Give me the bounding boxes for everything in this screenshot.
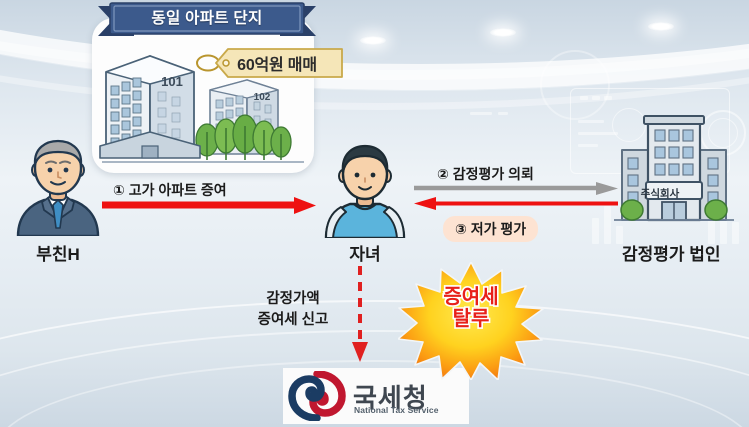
flow-step2-arrow — [414, 182, 618, 195]
tax-evasion-alert-text: 증여세 탈루 — [398, 284, 544, 332]
gift-tax-report-line2: 증여세 신고 — [257, 312, 329, 329]
child-person-label: 자녀 — [349, 245, 381, 264]
flow-step3-label: ③ 저가 평가 — [443, 216, 539, 242]
hud-line-5 — [498, 112, 508, 115]
gift-tax-report-label: 감정가액 증여세 신고 — [238, 289, 348, 331]
hud-line-4 — [470, 112, 492, 115]
nts-korean-name: 국세청 — [353, 382, 428, 413]
tree-cluster — [195, 114, 292, 160]
starburst-shape — [398, 262, 544, 380]
bg-bar-1 — [592, 218, 599, 244]
bg-bar-2 — [604, 206, 611, 244]
tax-evasion-alert: 증여세 탈루 — [398, 262, 544, 380]
hud-circle-2 — [708, 118, 738, 148]
price-tag-label: 60억원 매매 — [237, 56, 317, 74]
ceiling-light-2 — [648, 22, 674, 31]
nts-english-name: National Tax Service — [354, 405, 439, 415]
flow-step2-label: ② 감정평가 의뢰 — [437, 166, 534, 182]
father-person-label: 부친H — [36, 245, 80, 264]
complex-title-label: 동일 아파트 단지 — [151, 10, 263, 27]
ribbon-banner: 동일 아파트 단지 — [105, 2, 309, 38]
hud-line-2 — [578, 132, 618, 135]
bg-bar-3 — [616, 226, 623, 244]
building-101: 101 — [99, 55, 201, 159]
hud-dot-3 — [604, 96, 612, 100]
bg-bar-6 — [732, 222, 739, 244]
corporation-sign-label: 주식회사 — [640, 188, 680, 200]
hud-circle-4 — [540, 50, 610, 120]
gift-tax-report-line1: 감정가액 — [266, 291, 320, 307]
apartment-buildings-illustration: 102 — [99, 55, 304, 163]
svg-text:102: 102 — [254, 92, 271, 103]
national-tax-service-logo: 국세청 National Tax Service — [283, 368, 469, 424]
flow-step3-arrow — [414, 197, 618, 210]
tax-evasion-line1: 증여세 — [442, 284, 500, 309]
floor-ring-1 — [0, 300, 749, 427]
bg-bar-4 — [708, 214, 715, 244]
floor-ring-3 — [0, 360, 749, 427]
flow-step1-label: ① 고가 아파트 증여 — [113, 182, 227, 198]
child-person-avatar — [324, 144, 406, 238]
flow-step1-arrow — [102, 197, 316, 214]
nts-emblem-icon — [288, 371, 346, 421]
ceiling-light-1 — [490, 28, 516, 37]
gift-tax-report-arrow — [352, 266, 368, 362]
svg-text:101: 101 — [161, 74, 183, 89]
ceiling-light-3 — [360, 36, 386, 45]
father-person-avatar — [16, 139, 100, 236]
tax-evasion-line2: 탈루 — [451, 307, 491, 332]
hud-line-3 — [578, 144, 598, 147]
bg-bar-5 — [720, 200, 727, 244]
appraiser-label: 감정평가 법인 — [622, 245, 721, 264]
hud-line-1 — [578, 120, 604, 123]
ribbon-banner-shape — [98, 2, 316, 36]
floor-ring-2 — [0, 330, 749, 427]
appraisal-corporation-building — [614, 115, 734, 222]
